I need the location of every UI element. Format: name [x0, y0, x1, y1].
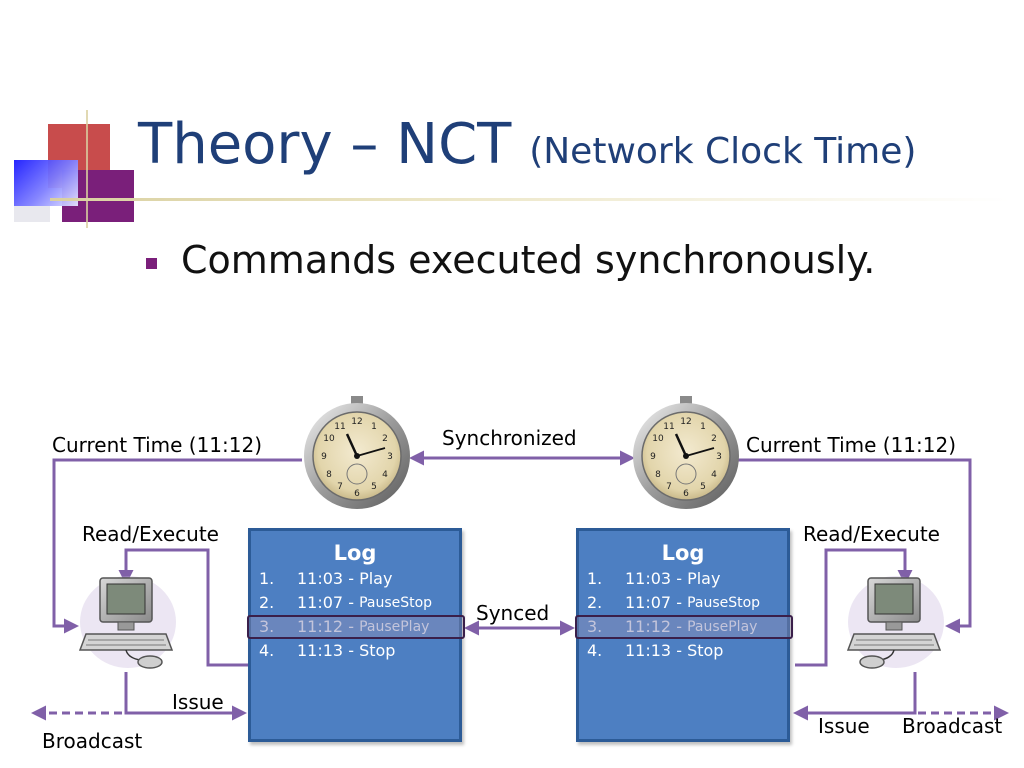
synchronized-label: Synchronized [442, 426, 577, 450]
log-entry-number: 2. [587, 593, 603, 612]
log-entry: 4. 11:13 - Stop [251, 639, 459, 663]
bullet-text: Commands executed synchronously. [181, 238, 876, 282]
decor-vertical-line [86, 110, 88, 228]
right-issue-connector [793, 672, 917, 721]
log-title: Log [661, 541, 705, 565]
bullet-item: Commands executed synchronously. [146, 238, 875, 282]
log-entry: 1. 11:03 - Play [579, 567, 787, 591]
svg-text:9: 9 [650, 452, 656, 462]
left-issue-label: Issue [172, 690, 224, 714]
left-read-execute-connector [118, 548, 248, 667]
svg-text:7: 7 [666, 482, 672, 492]
log-entry-highlighted: 3. 11:12 - PausePlay [575, 615, 793, 639]
right-time-connector [738, 458, 972, 634]
svg-text:7: 7 [337, 482, 343, 492]
log-left: Log 1. 11:03 - Play 2. 11:07 - PauseStop… [247, 528, 465, 742]
log-entries: 1. 11:03 - Play 2. 11:07 - PauseStop 3. … [575, 567, 793, 663]
computer-icon [846, 576, 944, 669]
log-entry-number: 3. [587, 617, 603, 636]
log-entry-number: 3. [259, 617, 275, 636]
log-right: Log 1. 11:03 - Play 2. 11:07 - PauseStop… [575, 528, 793, 742]
svg-text:4: 4 [382, 470, 388, 480]
log-entry-time: 11:13 - [297, 641, 354, 660]
log-entry-command: Play [687, 569, 721, 588]
svg-text:9: 9 [321, 452, 327, 462]
log-entry-time: 11:03 - [297, 569, 354, 588]
svg-text:2: 2 [382, 434, 388, 444]
synced-label: Synced [476, 601, 550, 625]
svg-text:4: 4 [711, 470, 717, 480]
log-entries: 1. 11:03 - Play 2. 11:07 - PauseStop 3. … [247, 567, 465, 663]
log-entry-highlight [247, 615, 465, 639]
right-read-execute-connector [795, 548, 913, 667]
log-entry-number: 1. [587, 569, 603, 588]
log-entry-time: 11:07 - [625, 593, 682, 612]
log-entry-command: PausePlay [687, 619, 758, 635]
log-entry: 4. 11:13 - Stop [579, 639, 787, 663]
svg-text:12: 12 [680, 417, 691, 427]
log-entry-number: 4. [259, 641, 275, 660]
slide-title: Theory – NCT (Network Clock Time) [138, 110, 916, 187]
right-read-execute-label: Read/Execute [803, 522, 940, 546]
svg-text:10: 10 [323, 434, 335, 444]
stopwatch-icon: 12 3 6 9 12 45 78 10 11 [633, 396, 739, 509]
svg-text:2: 2 [711, 434, 717, 444]
svg-text:8: 8 [326, 470, 332, 480]
log-title: Log [333, 541, 377, 565]
decor-grey-square [14, 206, 50, 222]
svg-text:5: 5 [700, 482, 706, 492]
svg-text:1: 1 [371, 422, 377, 432]
svg-text:11: 11 [663, 422, 674, 432]
svg-text:6: 6 [683, 489, 689, 499]
log-entry-number: 4. [587, 641, 603, 660]
title-underline [50, 198, 1010, 201]
log-entry-command: Play [359, 569, 393, 588]
left-issue-connector [124, 672, 247, 721]
log-entry-time: 11:12 - [625, 617, 682, 636]
log-entry-time: 11:07 - [297, 593, 354, 612]
log-entry-number: 2. [259, 593, 275, 612]
svg-text:3: 3 [716, 452, 722, 462]
title-main: Theory – NCT [138, 112, 512, 177]
log-entry-command: Stop [359, 641, 396, 660]
svg-text:11: 11 [334, 422, 345, 432]
svg-text:12: 12 [351, 417, 362, 427]
right-broadcast-label: Broadcast [902, 714, 1003, 738]
log-entry: 2. 11:07 - PauseStop [251, 591, 459, 615]
left-broadcast-label: Broadcast [42, 729, 143, 753]
right-current-time-label: Current Time (11:12) [746, 433, 957, 457]
log-entry: 2. 11:07 - PauseStop [579, 591, 787, 615]
left-time-connector [52, 458, 302, 634]
right-issue-label: Issue [818, 714, 870, 738]
bullet-marker [146, 257, 157, 269]
title-subtitle: (Network Clock Time) [529, 131, 917, 172]
log-entry-command: Stop [687, 641, 724, 660]
log-entry: 1. 11:03 - Play [251, 567, 459, 591]
log-entry-time: 11:12 - [297, 617, 354, 636]
log-entry-highlighted: 3. 11:12 - PausePlay [247, 615, 465, 639]
svg-text:5: 5 [371, 482, 377, 492]
log-entry-command: PauseStop [359, 595, 433, 611]
svg-text:6: 6 [354, 489, 360, 499]
log-entry-number: 1. [259, 569, 275, 588]
computer-icon [78, 576, 176, 669]
log-entry-highlight [575, 615, 793, 639]
left-current-time-label: Current Time (11:12) [52, 433, 263, 457]
left-read-execute-label: Read/Execute [82, 522, 219, 546]
log-entry-time: 11:13 - [625, 641, 682, 660]
svg-text:10: 10 [652, 434, 664, 444]
svg-text:1: 1 [700, 422, 706, 432]
log-entry-time: 11:03 - [625, 569, 682, 588]
stopwatch-icon: 12 3 6 9 12 45 78 10 11 [304, 396, 410, 509]
log-entry-command: PauseStop [687, 595, 761, 611]
svg-text:3: 3 [387, 452, 393, 462]
svg-text:8: 8 [655, 470, 661, 480]
log-entry-command: PausePlay [359, 619, 430, 635]
